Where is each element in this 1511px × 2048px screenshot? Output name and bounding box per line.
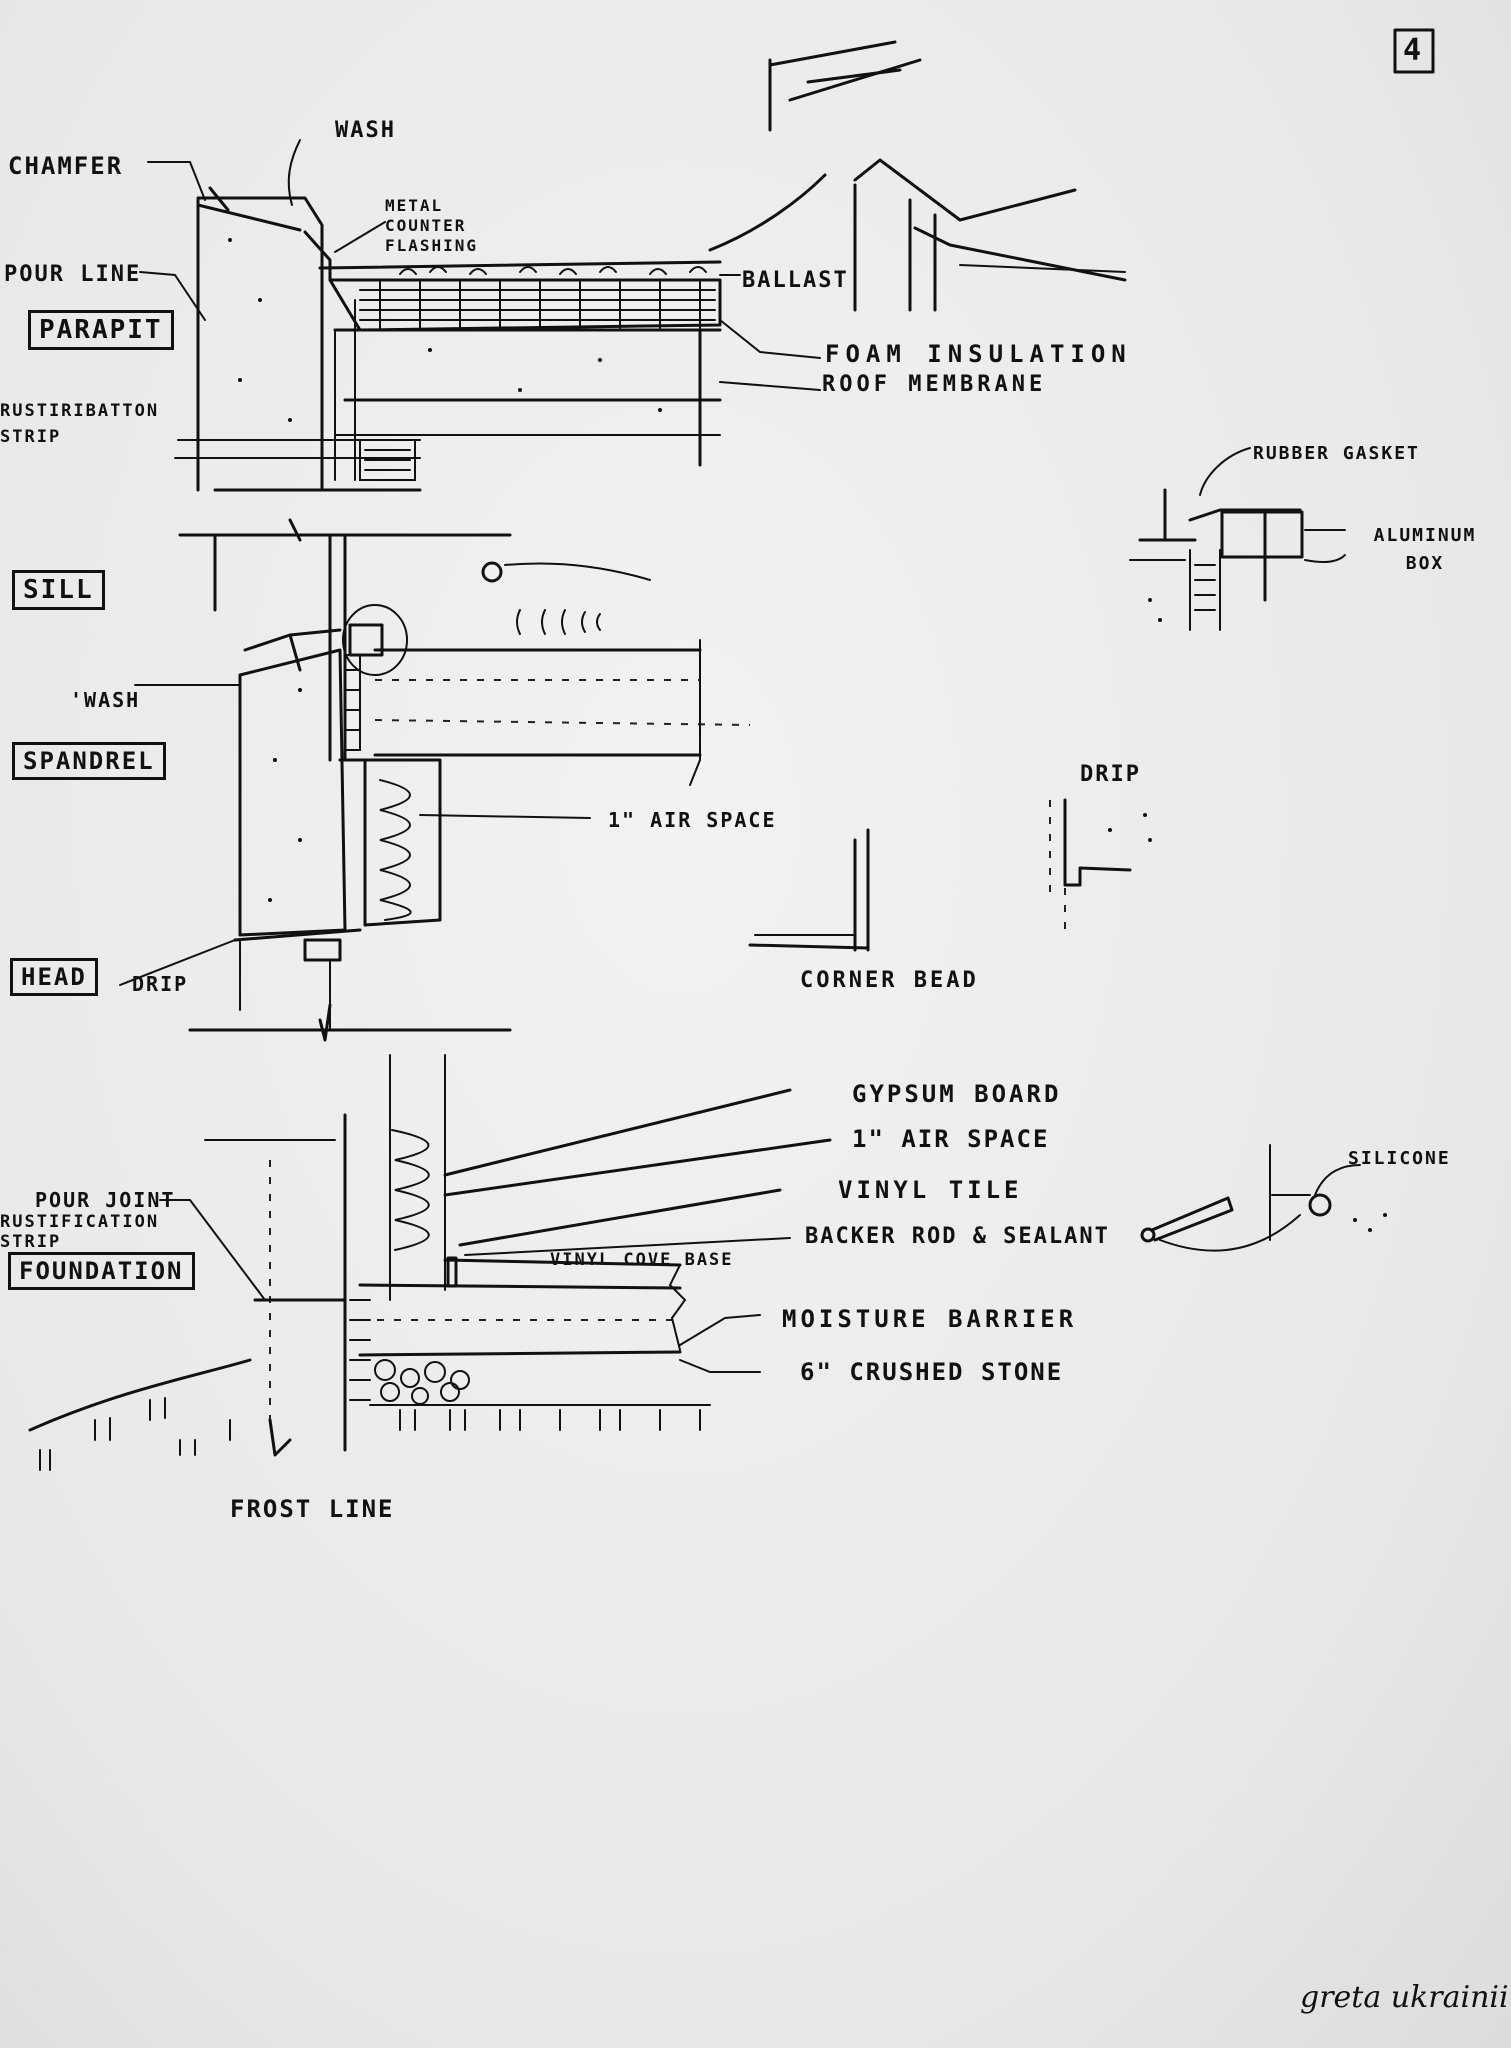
label-wash-mid: 'WASH: [70, 688, 141, 712]
gasket-detail: [1129, 447, 1346, 631]
label-drip-detail: DRIP: [1080, 762, 1141, 787]
parapet-detail: [139, 139, 827, 492]
label-vinyl-cove-base: VINYL COVE BASE: [550, 1250, 734, 1270]
label-drip-head: DRIP: [132, 972, 189, 996]
label-foam-insulation: FOAM INSULATION: [825, 340, 1132, 368]
spandrel-detail: [119, 518, 751, 1042]
roof-edge-sketch: [768, 40, 1127, 312]
silicone-detail: [1140, 1144, 1387, 1252]
label-corner-bead: CORNER BEAD: [800, 968, 979, 993]
label-parapet: PARAPIT: [28, 310, 174, 350]
label-vinyl-tile: VINYL TILE: [838, 1176, 1023, 1204]
label-metal-counter-flashing: METAL COUNTER FLASHING: [385, 196, 479, 255]
page-number: 4: [1403, 33, 1424, 68]
foundation-detail: [28, 1054, 832, 1471]
label-air-space-upper: 1" AIR SPACE: [608, 808, 777, 832]
label-gypsum-board: GYPSUM BOARD: [852, 1080, 1062, 1108]
label-silicone: SILICONE: [1348, 1148, 1451, 1169]
label-air-space-lower: 1" AIR SPACE: [852, 1125, 1050, 1153]
label-ballast: BALLAST: [742, 268, 849, 293]
label-crushed-stone: 6" CRUSHED STONE: [800, 1358, 1064, 1386]
label-spandrel: SPANDREL: [12, 742, 166, 780]
drip-detail: [1049, 798, 1152, 930]
label-rustification-strip: RUSTIFICATION STRIP: [0, 1212, 160, 1252]
page-number-box: [1393, 28, 1435, 74]
label-pour-line: POUR LINE: [4, 262, 142, 287]
label-rustication-strip: RUSTIRIBATTON STRIP: [0, 401, 160, 447]
label-chamfer: CHAMFER: [8, 152, 124, 180]
corner-bead-detail: [748, 828, 870, 952]
label-roof-membrane: ROOF MEMBRANE: [822, 372, 1047, 397]
label-foundation: FOUNDATION: [8, 1252, 195, 1290]
label-sill: SILL: [12, 570, 105, 610]
label-frost-line: FROST LINE: [230, 1495, 395, 1523]
label-head: HEAD: [10, 958, 98, 996]
label-pour-joint: POUR JOINT: [35, 1188, 176, 1212]
artist-signature: greta ukrainii: [1300, 1980, 1509, 2015]
label-moisture-barrier: MOISTURE BARRIER: [782, 1305, 1078, 1333]
label-wash-top: WASH: [335, 118, 396, 143]
label-rubber-gasket: RUBBER GASKET: [1253, 443, 1420, 464]
label-aluminum-box: ALUMINUM BOX: [1373, 525, 1477, 574]
label-backer-rod-sealant: BACKER ROD & SEALANT: [805, 1224, 1110, 1249]
